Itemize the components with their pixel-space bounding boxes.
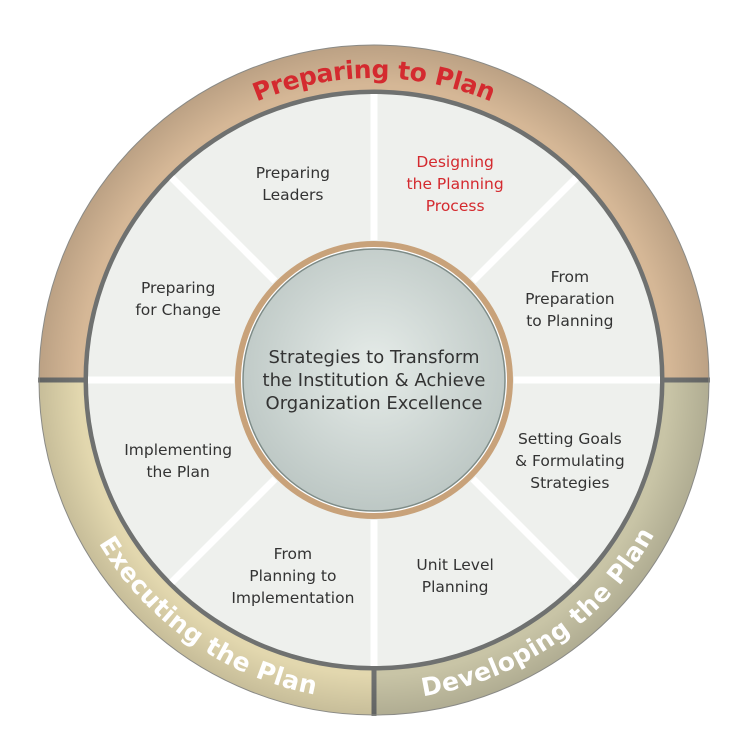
segment-divider: [470, 476, 579, 585]
center-title-line: Organization Excellence: [266, 393, 483, 414]
segment-label-line: Preparing: [141, 279, 215, 297]
segment-label-line: Planning: [422, 578, 489, 596]
segment-label-line: & Formulating: [515, 452, 625, 470]
segment-label-line: From: [551, 268, 589, 286]
segment-label-line: Implementing: [124, 441, 232, 459]
segment-preparing-for-change: Preparing for Change: [135, 279, 221, 319]
center-hub: [242, 248, 506, 512]
segment-implementing-the-plan: Implementing the Plan: [124, 441, 232, 481]
segment-label-line: Unit Level: [416, 556, 493, 574]
inner-rim: [83, 89, 665, 671]
segment-label-line: the Plan: [146, 463, 209, 481]
segment-label-line: Process: [426, 197, 485, 215]
segment-label-line: to Planning: [526, 312, 613, 330]
segment-label-line: the Planning: [407, 175, 504, 193]
segment-divider: [169, 175, 278, 284]
segment-label-line: Planning to: [249, 567, 336, 585]
segment-divider: [470, 175, 579, 284]
segment-label-line: Preparing: [256, 164, 330, 182]
center-title-line: the Institution & Achieve: [263, 370, 486, 391]
segment-label-line: Strategies: [530, 474, 609, 492]
segment-label-line: Leaders: [262, 186, 323, 204]
center-title-line: Strategies to Transform: [269, 347, 480, 368]
segment-divider: [169, 476, 278, 585]
segment-label-line: Preparation: [525, 290, 615, 308]
segment-label-line: Implementation: [231, 589, 354, 607]
segment-label-line: From: [274, 545, 312, 563]
segment-label-line: Setting Goals: [518, 430, 622, 448]
segment-label-line: Designing: [416, 153, 494, 171]
segment-label-line: for Change: [135, 301, 221, 319]
